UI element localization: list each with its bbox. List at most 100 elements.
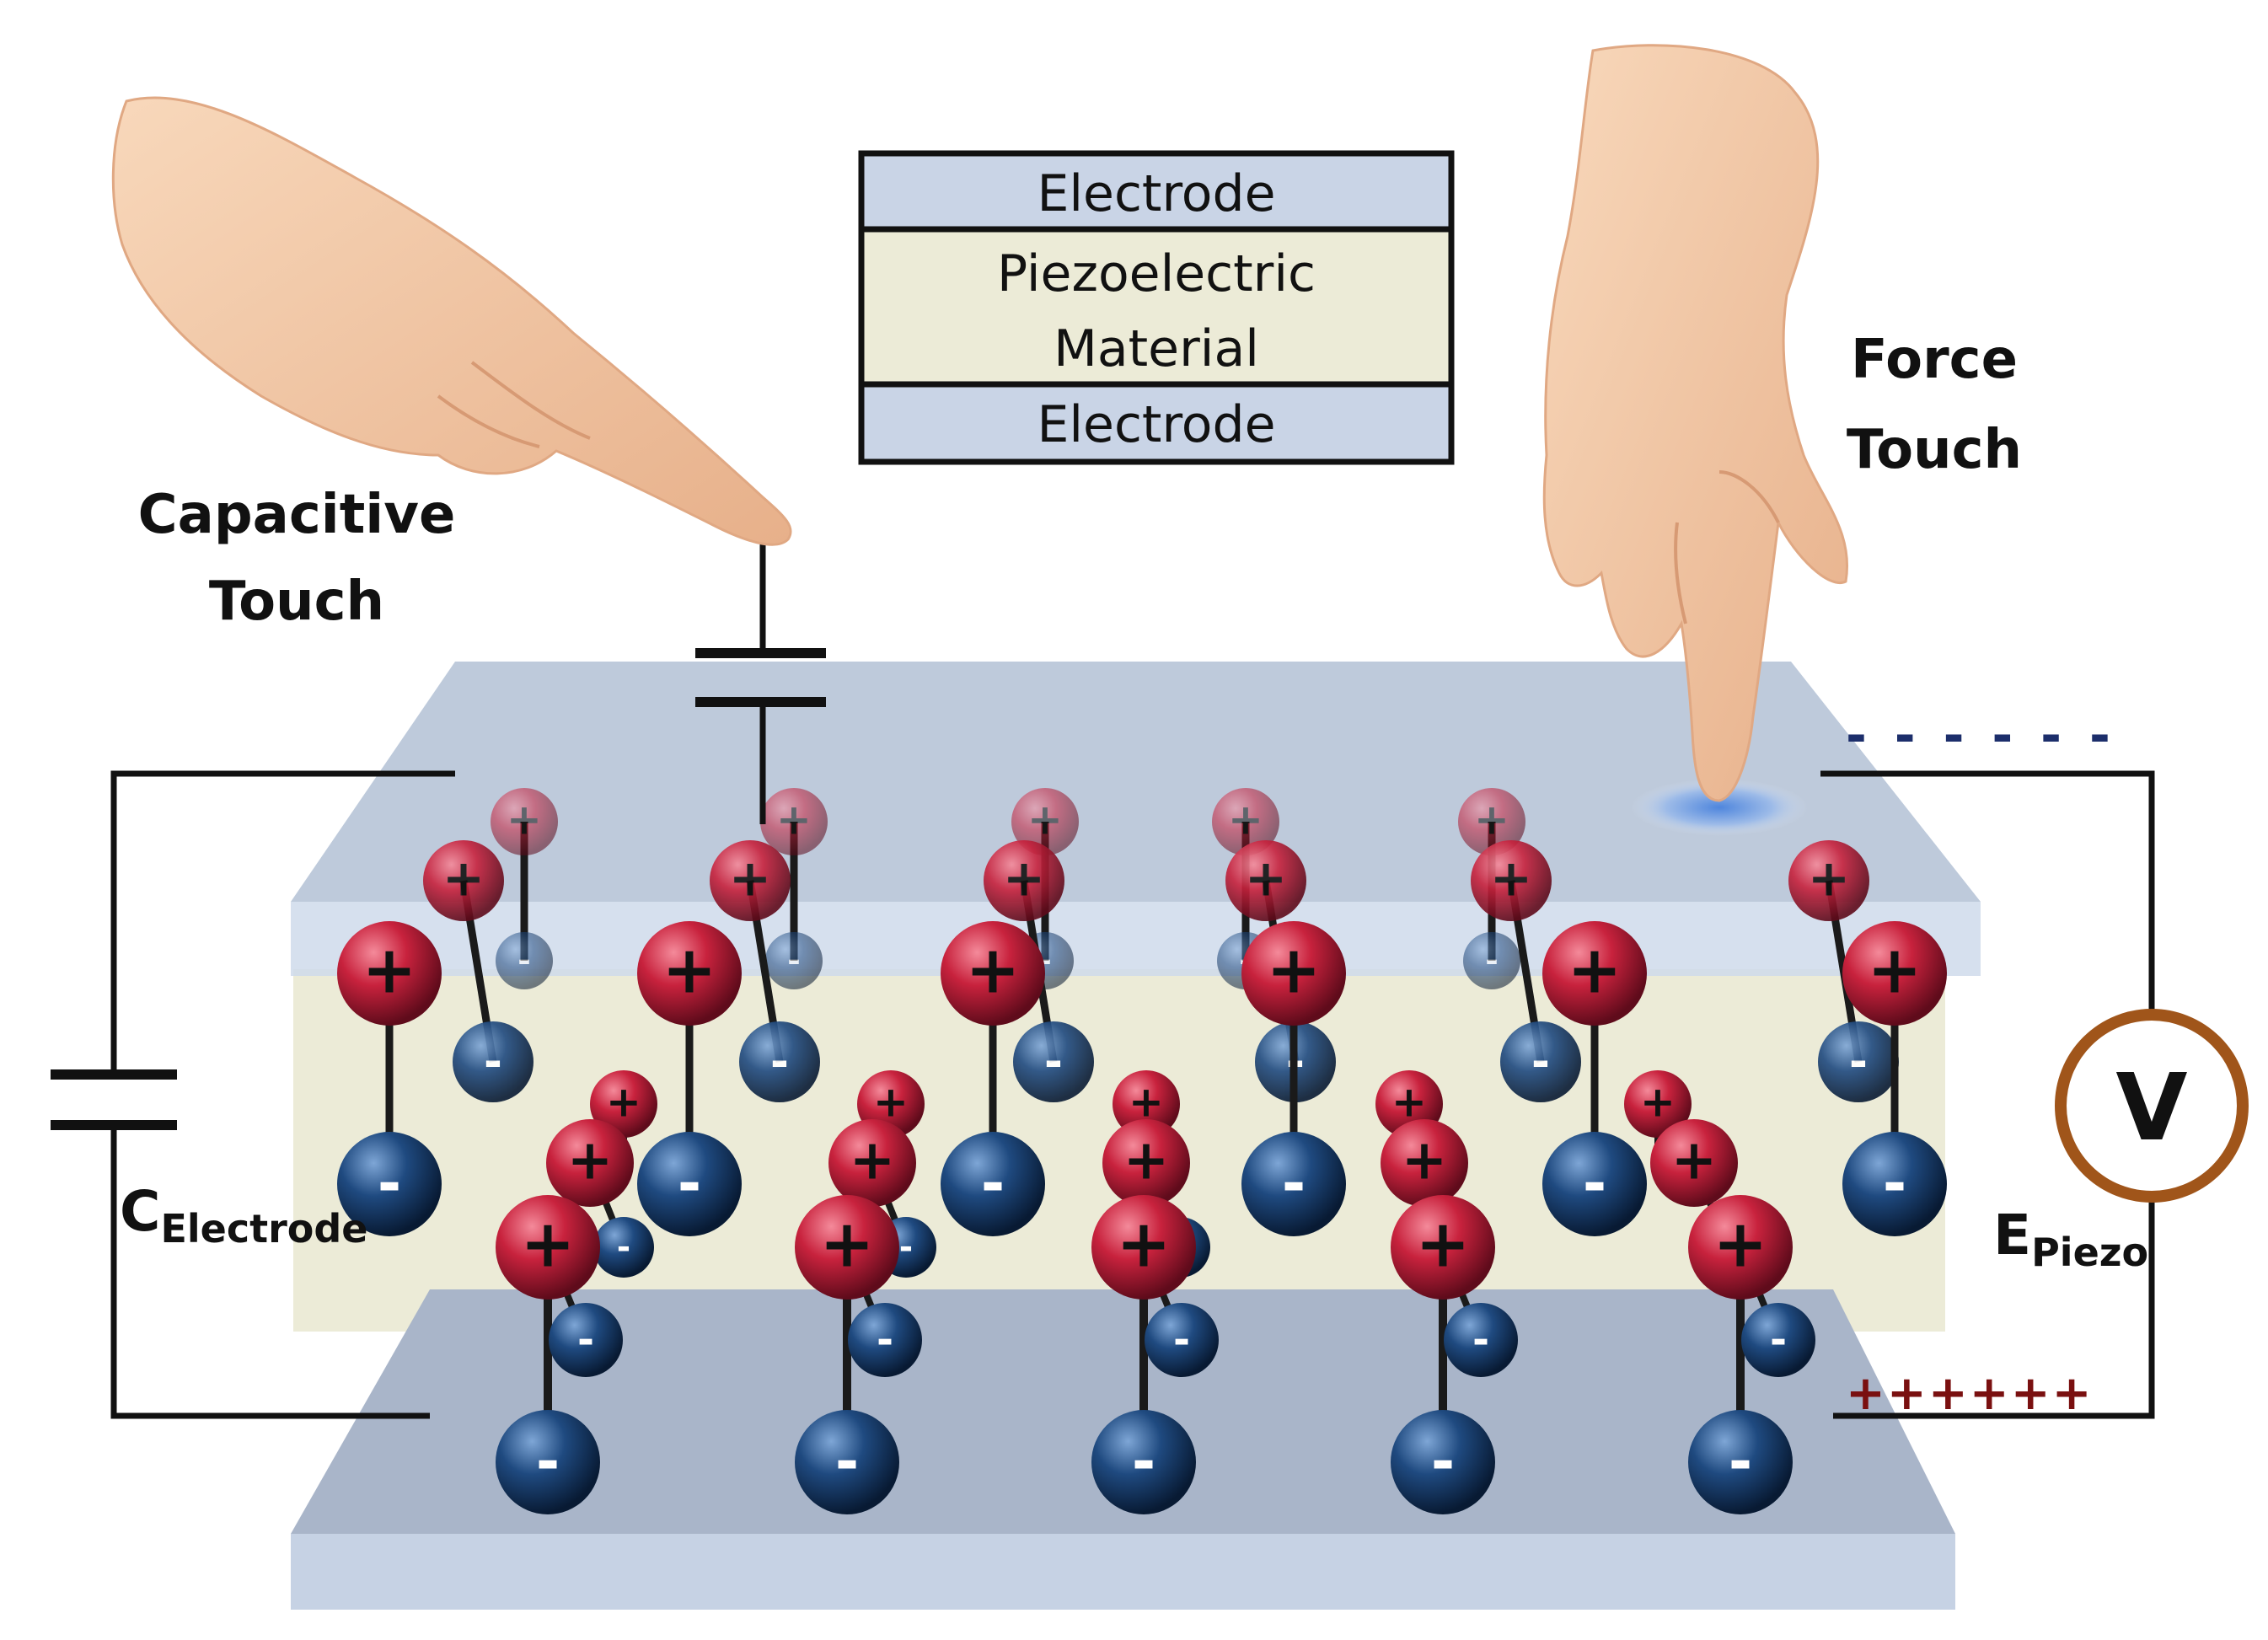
positive-ion: + xyxy=(1011,788,1079,855)
svg-text:-: - xyxy=(617,1228,630,1267)
force-contact-spot xyxy=(1631,779,1808,836)
svg-text:-: - xyxy=(1173,1316,1190,1364)
c-electrode-main: C xyxy=(120,1179,160,1244)
svg-text:+: + xyxy=(507,795,542,844)
svg-text:+: + xyxy=(1568,932,1622,1008)
c-electrode-sub: Electrode xyxy=(160,1206,367,1251)
svg-text:+: + xyxy=(820,1206,875,1282)
positive-ion: + xyxy=(1842,921,1947,1026)
legend-middle-label-2: Material xyxy=(1054,319,1259,378)
positive-ion: + xyxy=(941,921,1045,1026)
svg-text:-: - xyxy=(899,1228,913,1267)
negative-ion: - xyxy=(593,1217,654,1278)
svg-text:-: - xyxy=(536,1428,560,1495)
e-piezo-sub: Piezo xyxy=(2031,1230,2148,1275)
legend-middle-label-1: Piezoelectric xyxy=(997,244,1316,303)
positive-ion: + xyxy=(1225,840,1306,921)
svg-text:-: - xyxy=(1531,1036,1550,1087)
svg-text:+: + xyxy=(567,1129,613,1192)
positive-ion: + xyxy=(1688,1195,1793,1300)
svg-text:+: + xyxy=(1129,1077,1164,1126)
svg-text:+: + xyxy=(442,849,485,908)
svg-text:-: - xyxy=(1132,1428,1155,1495)
svg-text:-: - xyxy=(770,1036,789,1087)
positive-ion: + xyxy=(1241,921,1346,1026)
e-piezo-main: E xyxy=(1993,1203,2031,1268)
negative-ion: - xyxy=(1500,1021,1581,1102)
negative-ion: - xyxy=(1391,1410,1495,1514)
e-piezo-label: EPiezo xyxy=(1993,1203,2148,1275)
svg-text:-: - xyxy=(577,1316,594,1364)
positive-ion: + xyxy=(795,1195,899,1300)
positive-ion: + xyxy=(1542,921,1647,1026)
positive-ion: + xyxy=(1391,1195,1495,1300)
negative-ion: - xyxy=(1818,1021,1899,1102)
positive-ion: + xyxy=(1212,788,1279,855)
svg-text:+: + xyxy=(1228,795,1263,844)
svg-text:+: + xyxy=(606,1077,641,1126)
svg-text:+: + xyxy=(1416,1206,1471,1282)
positive-ion: + xyxy=(496,1195,600,1300)
svg-text:+: + xyxy=(662,932,717,1008)
negative-ion: - xyxy=(337,1132,442,1236)
positive-ion: + xyxy=(337,921,442,1026)
svg-text:+: + xyxy=(873,1077,909,1126)
negative-ion: - xyxy=(941,1132,1045,1236)
svg-text:-: - xyxy=(1883,1150,1906,1217)
svg-text:-: - xyxy=(484,1036,502,1087)
positive-ion: + xyxy=(1102,1119,1190,1207)
positive-ion: + xyxy=(491,788,558,855)
negative-ion: - xyxy=(1842,1132,1947,1236)
left-wire-top xyxy=(110,770,455,1075)
bottom-electrode-top xyxy=(291,1289,1955,1534)
force-label-1: Force xyxy=(1851,329,2018,391)
positive-ion: + xyxy=(546,1119,634,1207)
capacitive-label-2: Touch xyxy=(209,571,384,633)
svg-text:-: - xyxy=(835,1428,859,1495)
force-label-2: Touch xyxy=(1847,419,2022,481)
voltmeter-label: V xyxy=(2115,1053,2187,1161)
negative-ion: - xyxy=(496,932,553,989)
svg-text:+: + xyxy=(1474,795,1509,844)
negative-ion: - xyxy=(1013,1021,1094,1102)
positive-ion: + xyxy=(828,1119,916,1207)
svg-text:+: + xyxy=(1868,932,1922,1008)
svg-text:-: - xyxy=(1044,1036,1063,1087)
capacitive-hand-shape xyxy=(111,96,792,546)
svg-text:+: + xyxy=(521,1206,576,1282)
legend-top-label: Electrode xyxy=(1037,164,1275,223)
negative-ion: - xyxy=(549,1303,623,1377)
svg-text:+: + xyxy=(1123,1129,1169,1192)
positive-ion: + xyxy=(1788,840,1869,921)
negative-ion: - xyxy=(1542,1132,1647,1236)
svg-text:-: - xyxy=(1472,1316,1489,1364)
force-hand xyxy=(1542,44,1848,802)
capacitive-label-1: Capacitive xyxy=(138,484,456,546)
negative-ion: - xyxy=(637,1132,742,1236)
negative-ion: - xyxy=(1444,1303,1518,1377)
negative-ion: - xyxy=(1463,932,1520,989)
dipole-group: -+-+-+-+-+-+-+-+-+-+-+-+-+-+-+-+-++++++-… xyxy=(337,788,1947,1514)
svg-text:+: + xyxy=(1490,849,1532,908)
top-electrode-top xyxy=(291,662,1981,902)
svg-text:+: + xyxy=(729,849,771,908)
voltmeter: V xyxy=(2055,1009,2249,1203)
svg-text:-: - xyxy=(981,1150,1005,1217)
negative-ion: - xyxy=(795,1410,899,1514)
layer-legend: Electrode Piezoelectric Material Electro… xyxy=(858,150,1455,465)
negative-ion: - xyxy=(1741,1303,1815,1377)
svg-text:+: + xyxy=(1003,849,1045,908)
voltmeter-ring xyxy=(2055,1009,2249,1203)
svg-text:+: + xyxy=(1640,1077,1676,1126)
svg-text:-: - xyxy=(1431,1428,1455,1495)
svg-text:-: - xyxy=(787,941,801,978)
negative-ion: - xyxy=(496,1410,600,1514)
svg-text:-: - xyxy=(1282,1150,1306,1217)
force-hand-shape xyxy=(1542,44,1848,802)
bottom-electrode-front xyxy=(291,1534,1955,1610)
svg-text:+: + xyxy=(1671,1129,1717,1192)
legend-piezo xyxy=(858,226,1455,388)
svg-text:-: - xyxy=(1583,1150,1606,1217)
svg-text:-: - xyxy=(877,1316,893,1364)
